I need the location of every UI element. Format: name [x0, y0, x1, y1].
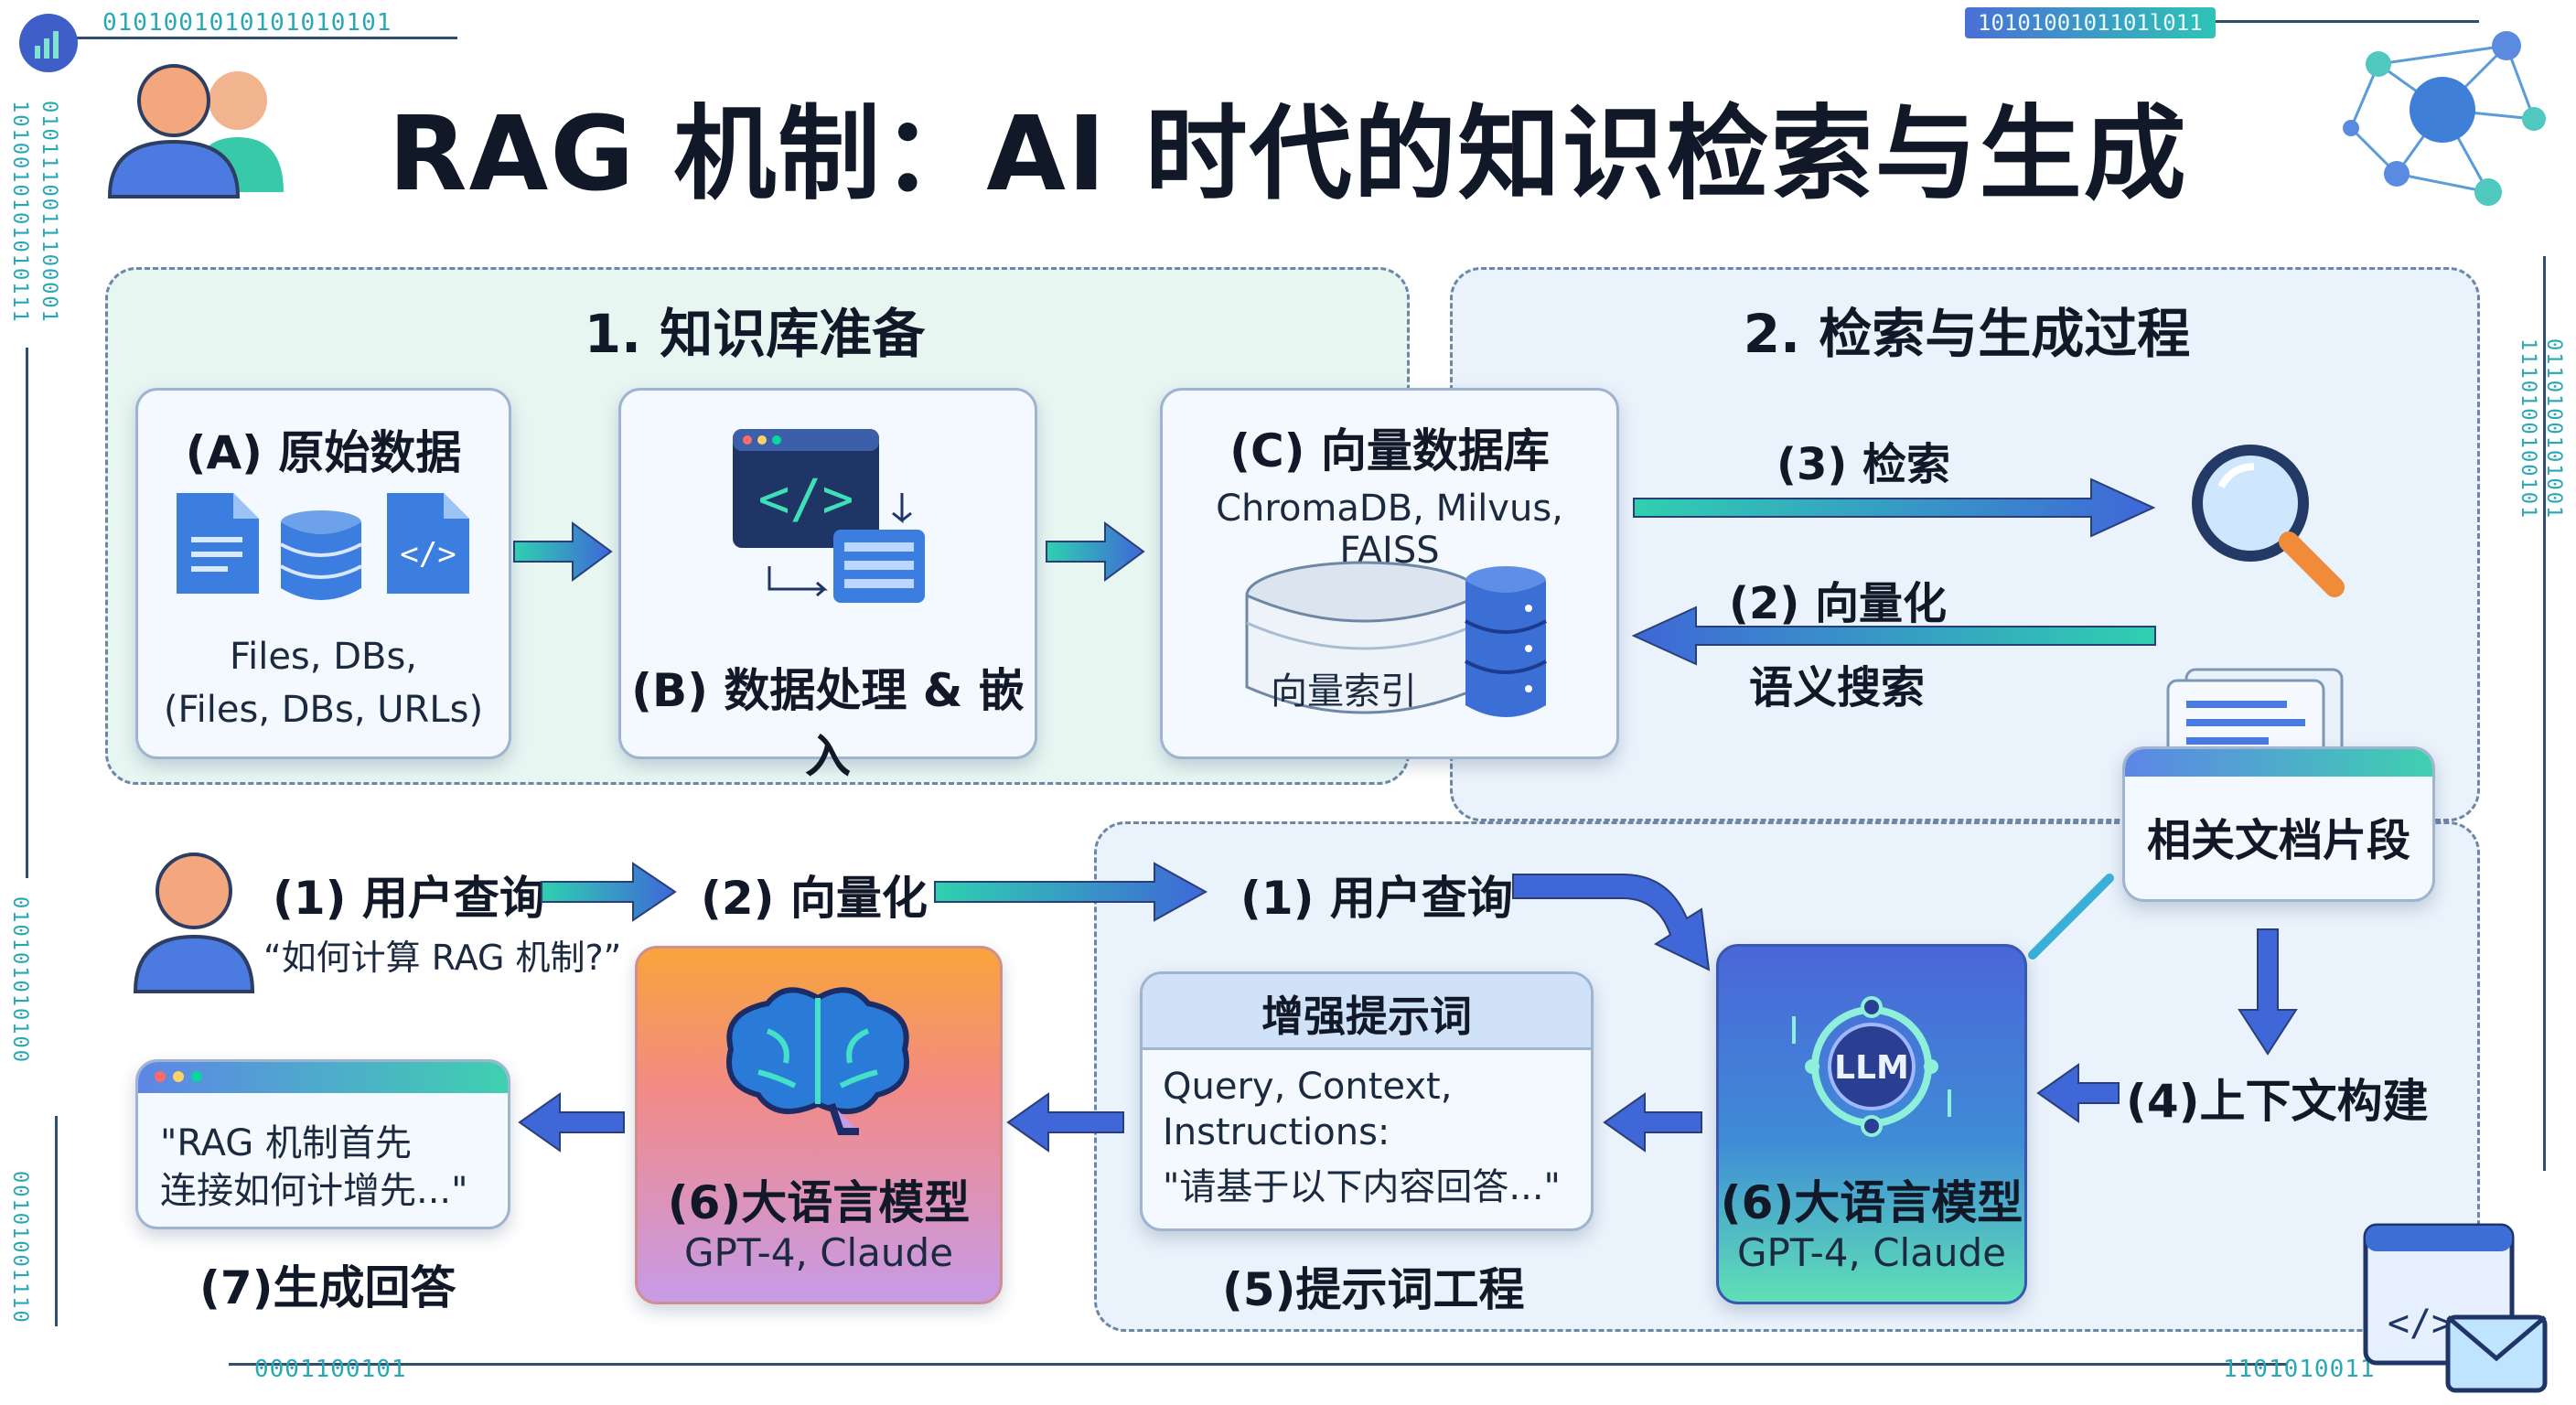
section2-title: 2. 检索与生成过程: [1743, 303, 2191, 365]
document-icon: [177, 493, 259, 594]
llm-left-subtitle: GPT-4, Claude: [683, 1230, 954, 1275]
arrow-vectorize-back: [1631, 606, 2156, 666]
code-file-icon: </>: [387, 493, 469, 594]
binary-top-right: 1010100101101l011: [1965, 7, 2216, 38]
llm-chip-icon: LLM: [1792, 996, 1951, 1137]
vectorize-label-lower: (2) 向量化: [701, 872, 928, 925]
answer-caption: (7)生成回答: [199, 1261, 456, 1314]
llm-left-title: (6)大语言模型: [667, 1176, 971, 1229]
user-query-label: (1) 用户查询: [273, 872, 545, 925]
arrow-prompt-to-llm: [1006, 1092, 1124, 1153]
binary-right-vertical: 1110100100101: [2517, 338, 2539, 520]
section1-title: 1. 知识库准备: [584, 303, 926, 365]
card-llm-left: (6)大语言模型 GPT-4, Claude: [635, 946, 1003, 1304]
card-vector-db: (C) 向量数据库 ChromaDB, Milvus, FAISS 向量索引: [1160, 388, 1619, 759]
arrow-b-to-c: [1046, 521, 1145, 582]
binary-right-vertical-2: 0110100101001: [2542, 338, 2565, 520]
arrow-retrieve: [1633, 477, 2156, 538]
binary-bottom-left: 0001100101: [254, 1356, 407, 1383]
brain-icon: [726, 987, 909, 1135]
retrieve-label: (3) 检索: [1776, 439, 1950, 490]
window-dots: [155, 1071, 219, 1084]
card-processing-title: (B) 数据处理 & 嵌入: [631, 664, 1025, 783]
card-raw-data: (A) 原始数据 </> Files, DBs, (Files, DBs, UR…: [135, 388, 511, 759]
prompt-line2: Instructions:: [1163, 1111, 1390, 1153]
page-title: RAG 机制：AI 时代的知识检索与生成: [388, 95, 2188, 214]
frame-top-left: [55, 37, 457, 39]
user-question-text: “如何计算 RAG 机制?”: [263, 938, 622, 978]
users-icon: [107, 64, 284, 198]
svg-text:</>: </>: [400, 536, 456, 573]
context-build-label: (4)上下文构建: [2126, 1075, 2429, 1128]
network-icon: [2343, 31, 2546, 206]
code-mail-icon: </>: [2363, 1223, 2548, 1393]
user-icon: [133, 853, 255, 993]
card-enhanced-prompt: 增强提示词 Query, Context, Instructions: "请基于…: [1140, 971, 1594, 1231]
answer-line1: "RAG 机制首先: [160, 1122, 412, 1164]
answer-line2: 连接如何计增先...": [160, 1170, 468, 1212]
card-relevant-docs-title: 相关文档片段: [2146, 815, 2410, 866]
binary-left-bottom: 00101001110: [8, 1171, 31, 1325]
vector-index-label: 向量索引: [1271, 670, 1417, 713]
card-processing-embedding: </> (B) 数据处理 & 嵌入: [618, 388, 1037, 783]
vectorize-label-upper: (2) 向量化: [1729, 578, 1947, 629]
frame-right: [2543, 256, 2546, 1171]
card-raw-data-line1: Files, DBs,: [230, 636, 417, 678]
arrow-llm-to-prompt: [1603, 1092, 1702, 1153]
code-window-icon: </>: [733, 429, 925, 603]
card-llm-right: LLM (6)大语言模型 GPT-4, Claude: [1716, 944, 2027, 1304]
arrow-query-to-llm: [1512, 874, 1711, 971]
prompt-card-header-text: 增强提示词: [1261, 992, 1472, 1041]
llm-right-title: (6)大语言模型: [1720, 1176, 2023, 1229]
binary-top-left: 0101001010101010101: [102, 9, 392, 37]
prompt-line1: Query, Context,: [1163, 1066, 1453, 1108]
binary-left-vertical-2: 0101110011100001: [38, 101, 60, 324]
arrow-vectorize-to-query: [934, 862, 1208, 922]
card-relevant-docs: 相关文档片段: [2122, 746, 2435, 902]
binary-bottom-right: 1101010011: [2223, 1356, 2376, 1383]
database-icon: [280, 510, 362, 600]
semantic-search-label: 语义搜索: [1749, 662, 1926, 713]
arrow-a-to-b: [513, 521, 613, 582]
card-vector-db-title: (C) 向量数据库: [1229, 424, 1550, 477]
frame-bottom: [229, 1363, 2287, 1366]
llm-right-subtitle: GPT-4, Claude: [1736, 1230, 2007, 1275]
frame-top-right: [2150, 20, 2479, 23]
chart-logo-icon: [19, 14, 78, 72]
vector-index-disk-icon: [1245, 561, 1547, 717]
user-query-label-2: (1) 用户查询: [1240, 872, 1513, 925]
prompt-line3: "请基于以下内容回答...": [1163, 1166, 1561, 1208]
docs-card-header-bar: [2125, 749, 2432, 777]
card-answer: "RAG 机制首先 连接如何计增先...": [135, 1059, 510, 1229]
arrow-docs-down: [2238, 928, 2298, 1056]
svg-text:</>: </>: [2388, 1303, 2453, 1345]
binary-left-lower: 010101010100: [8, 896, 31, 1064]
frame-left: [26, 348, 28, 878]
card-vector-db-subtitle: ChromaDB, Milvus, FAISS: [1216, 488, 1563, 572]
llm-badge: LLM: [1834, 1049, 1909, 1087]
prompt-engineering-caption: (5)提示词工程: [1222, 1263, 1525, 1316]
card-raw-data-title: (A) 原始数据: [185, 426, 462, 479]
prompt-card-header: [1143, 974, 1591, 1050]
pen-link-icon: [2028, 874, 2114, 960]
arrow-llm-to-answer: [518, 1092, 625, 1153]
arrow-query-to-vectorize: [541, 862, 677, 922]
svg-text:</>: </>: [758, 467, 854, 530]
frame-left-bottom: [55, 1116, 58, 1326]
arrow-context: [2036, 1063, 2120, 1123]
search-magnifier-icon: [2192, 445, 2345, 597]
card-raw-data-line2: (Files, DBs, URLs): [163, 689, 484, 731]
binary-left-vertical: 1010010101010111: [8, 101, 31, 324]
